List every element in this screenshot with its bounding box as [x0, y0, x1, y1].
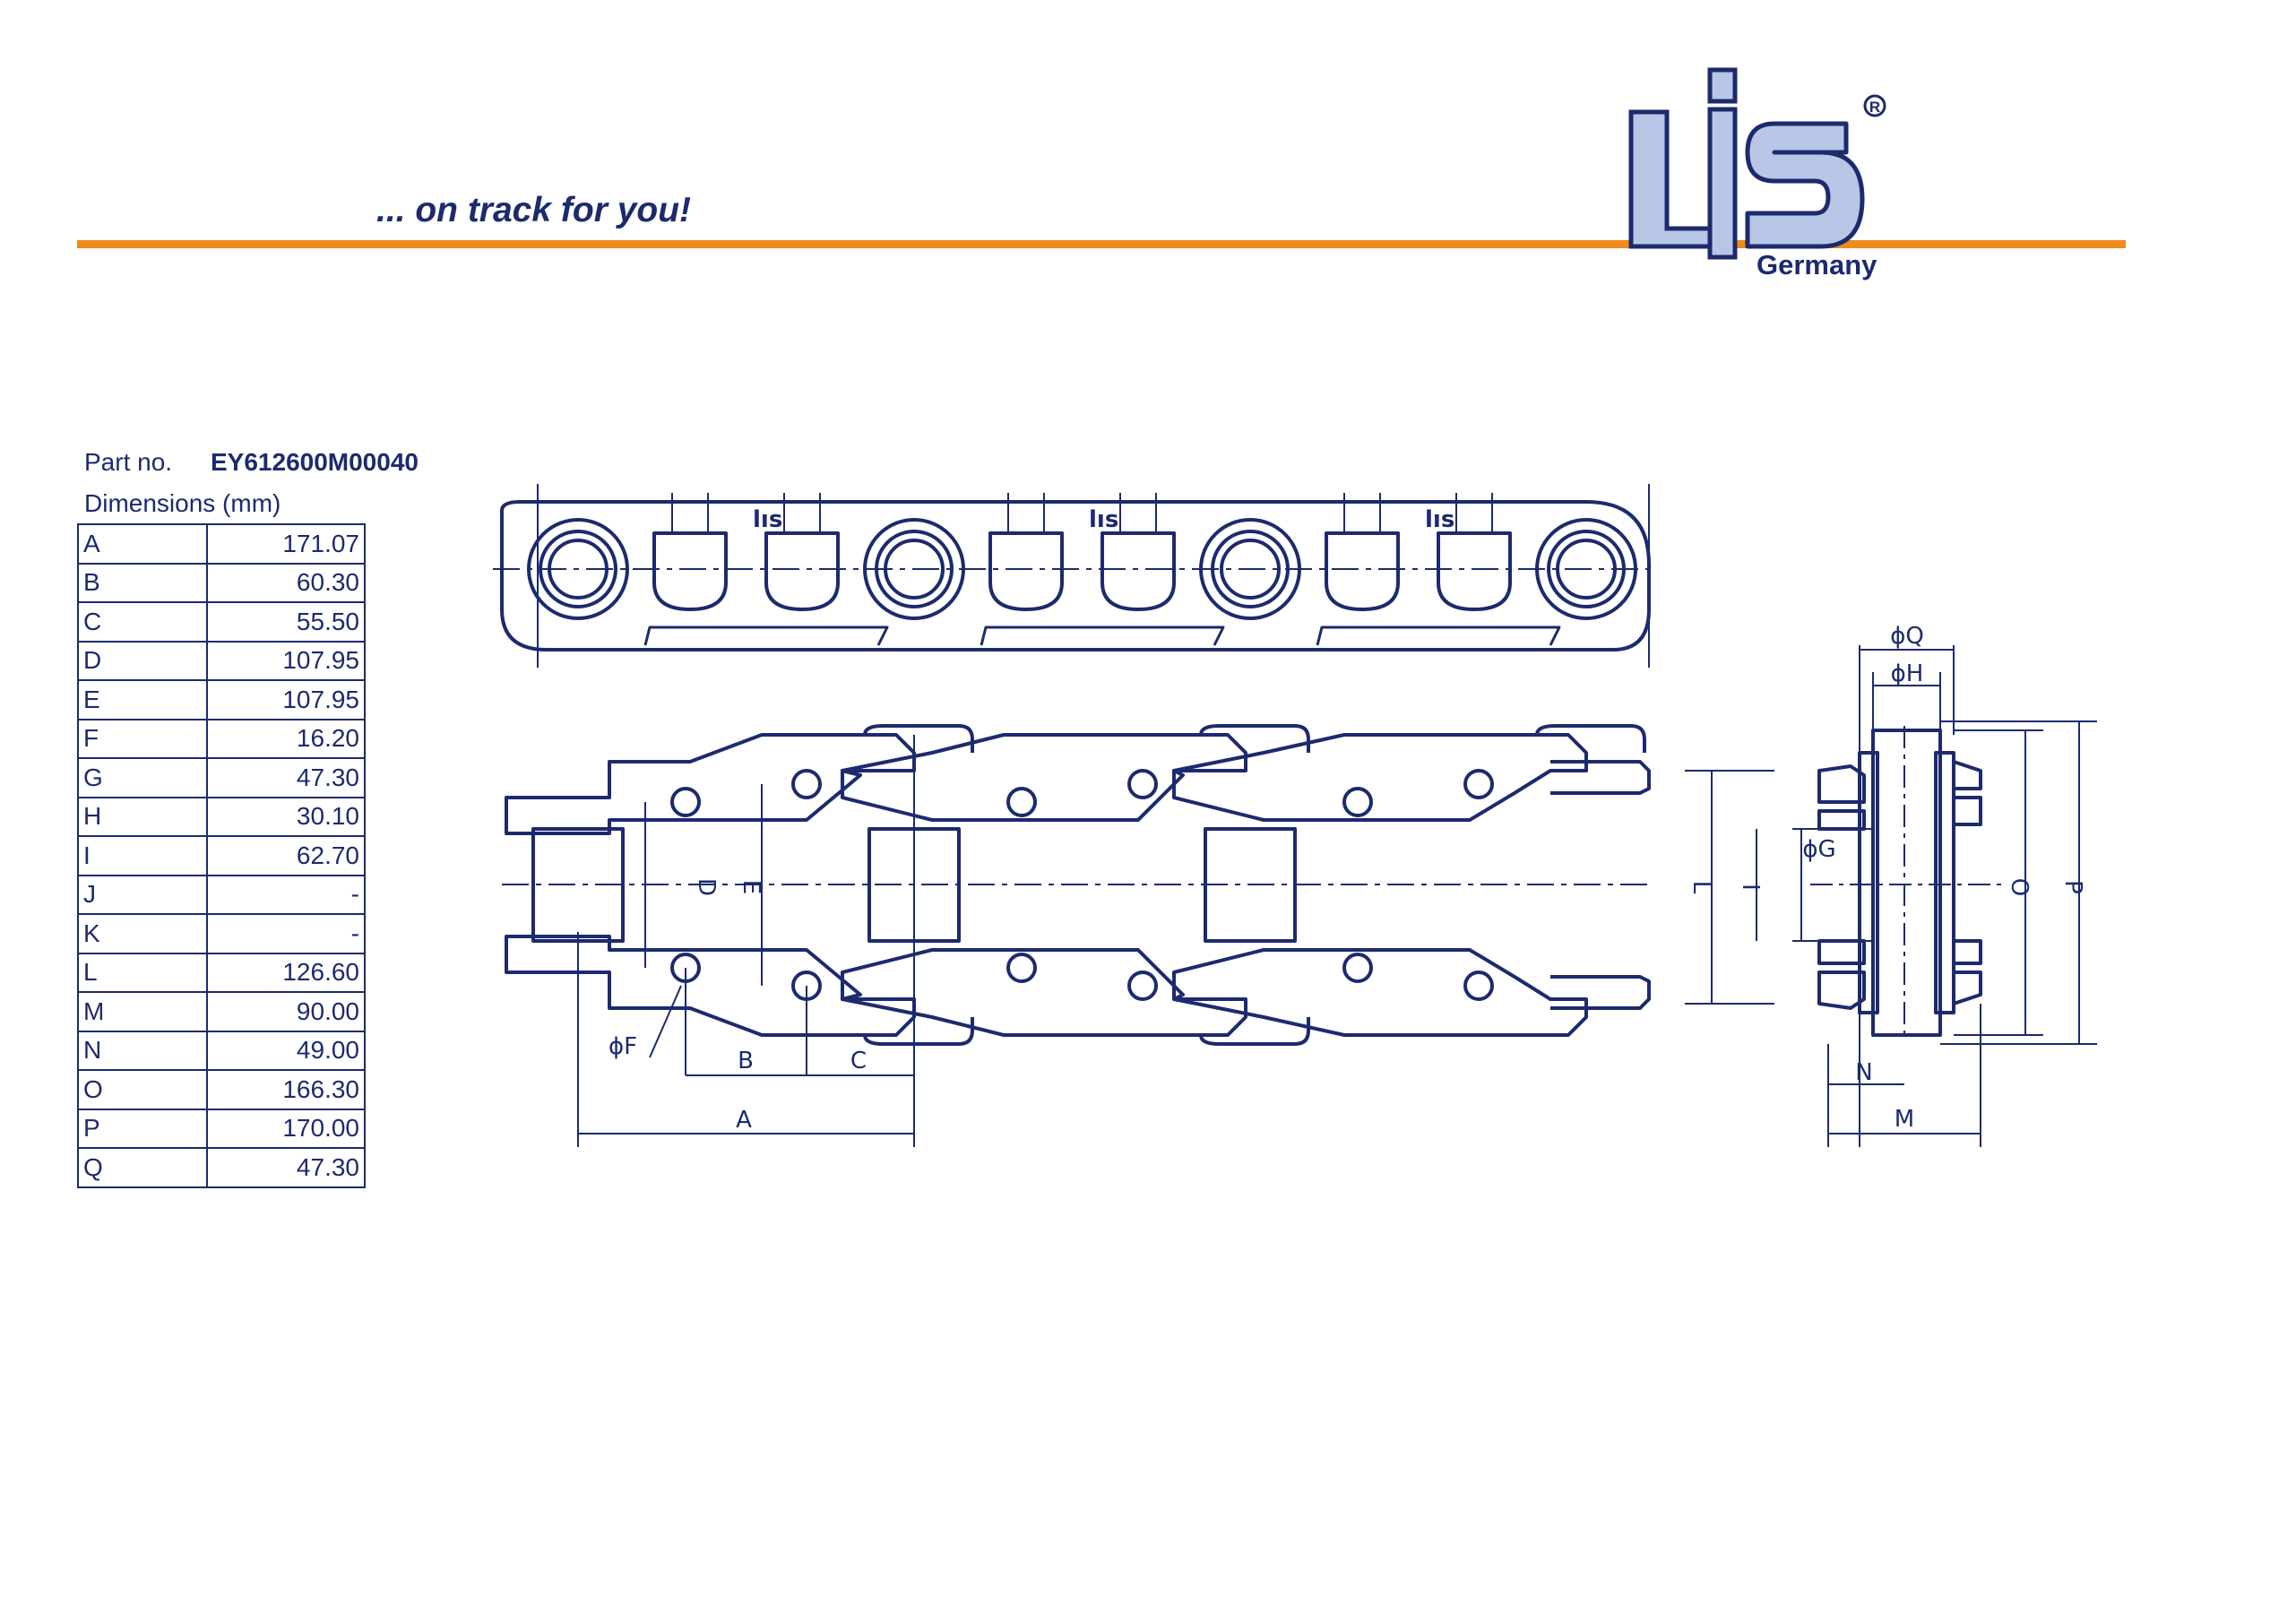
- side-pocket: [1101, 531, 1176, 611]
- svg-text:R: R: [1869, 99, 1880, 116]
- dimension-key: H: [77, 796, 208, 837]
- header-divider: [77, 240, 2126, 248]
- dimension-label-o: O: [2006, 878, 2033, 896]
- logo-country: Germany: [1757, 249, 1877, 280]
- dimension-key: M: [77, 991, 208, 1032]
- dimension-value: 107.95: [206, 640, 366, 681]
- dimension-value: 16.20: [206, 718, 366, 759]
- dimension-key: C: [77, 601, 208, 643]
- side-pocket: [1437, 531, 1512, 611]
- dimension-key: G: [77, 757, 208, 798]
- dimension-value: 49.00: [206, 1030, 366, 1071]
- dimension-value: -: [206, 913, 366, 954]
- top-bushing: [1204, 827, 1297, 943]
- svg-text:lıs: lıs: [1425, 506, 1454, 533]
- svg-text:lıs: lıs: [1089, 506, 1118, 533]
- logo-letter-l: [1628, 109, 1723, 249]
- dimension-label-d: D: [693, 878, 720, 896]
- dimension-label-l: L: [1687, 881, 1714, 894]
- dimensions-label: Dimensions (mm): [84, 489, 281, 517]
- logo-letter-s: [1745, 121, 1865, 249]
- dimension-label-q: ϕQ: [1890, 623, 1924, 650]
- dimension-key: I: [77, 835, 208, 876]
- table-row: K-: [77, 913, 366, 954]
- side-pocket: [764, 531, 840, 611]
- logo-letter-i: [1707, 107, 1738, 260]
- dimension-label-n: N: [1855, 1059, 1872, 1086]
- dimension-key: K: [77, 913, 208, 954]
- dimension-label-h: ϕH: [1891, 660, 1924, 687]
- dimension-value: 30.10: [206, 796, 366, 837]
- dimension-key: F: [77, 718, 208, 759]
- dimension-label-a: A: [736, 1107, 752, 1134]
- dimension-value: 47.30: [206, 1147, 366, 1188]
- dimension-value: 62.70: [206, 835, 366, 876]
- chain-end-view: [1792, 645, 2097, 1147]
- side-pocket: [652, 531, 728, 611]
- dimension-value: 47.30: [206, 757, 366, 798]
- dimension-value: 170.00: [206, 1108, 366, 1149]
- chain-technical-drawing: lıs lıs lıs: [493, 484, 2097, 1147]
- dimension-key: B: [77, 562, 208, 603]
- chain-side-view: lıs lıs lıs: [493, 484, 1658, 668]
- dimension-label-p: P: [2059, 880, 2086, 894]
- dimension-value: 107.95: [206, 679, 366, 720]
- lis-logo: R: [1628, 67, 1886, 260]
- svg-text:lıs: lıs: [753, 506, 782, 533]
- dimension-label-i: I: [1737, 884, 1764, 891]
- side-bushing: [863, 518, 965, 620]
- part-number-value: EY612600M00040: [211, 448, 419, 476]
- part-number-label: Part no.: [84, 448, 173, 476]
- dimension-key: J: [77, 874, 208, 915]
- dimension-key: O: [77, 1069, 208, 1110]
- dimension-value: 90.00: [206, 991, 366, 1032]
- dimension-key: E: [77, 679, 208, 720]
- registered-icon: [1863, 94, 1886, 117]
- dimension-key: N: [77, 1030, 208, 1071]
- dimension-label-g: ϕG: [1802, 836, 1835, 863]
- side-bushing: [527, 518, 629, 620]
- table-row: J-: [77, 874, 366, 915]
- tagline: ... on track for you!: [376, 191, 692, 229]
- dimension-label-b: B: [738, 1048, 754, 1074]
- dimension-label-c: C: [850, 1048, 867, 1074]
- dimension-value: 171.07: [206, 523, 366, 565]
- dimension-value: 55.50: [206, 601, 366, 643]
- dimension-value: 166.30: [206, 1069, 366, 1110]
- side-pocket: [1325, 531, 1400, 611]
- side-pocket: [988, 531, 1064, 611]
- dimension-value: 126.60: [206, 952, 366, 993]
- dimension-key: L: [77, 952, 208, 993]
- chain-top-view: [502, 724, 1774, 1147]
- dimension-label-e: E: [738, 880, 764, 894]
- logo-letter-i-dot: [1707, 67, 1738, 104]
- dimension-label-f: ϕF: [609, 1033, 637, 1060]
- dimension-key: Q: [77, 1147, 208, 1188]
- dimension-label-m: M: [1895, 1106, 1914, 1133]
- dimension-value: 60.30: [206, 562, 366, 603]
- dimension-key: P: [77, 1108, 208, 1149]
- dimension-key: A: [77, 523, 208, 565]
- side-bushing: [1199, 518, 1301, 620]
- dimension-key: D: [77, 640, 208, 681]
- dimension-value: -: [206, 874, 366, 915]
- side-bushing: [1535, 518, 1637, 620]
